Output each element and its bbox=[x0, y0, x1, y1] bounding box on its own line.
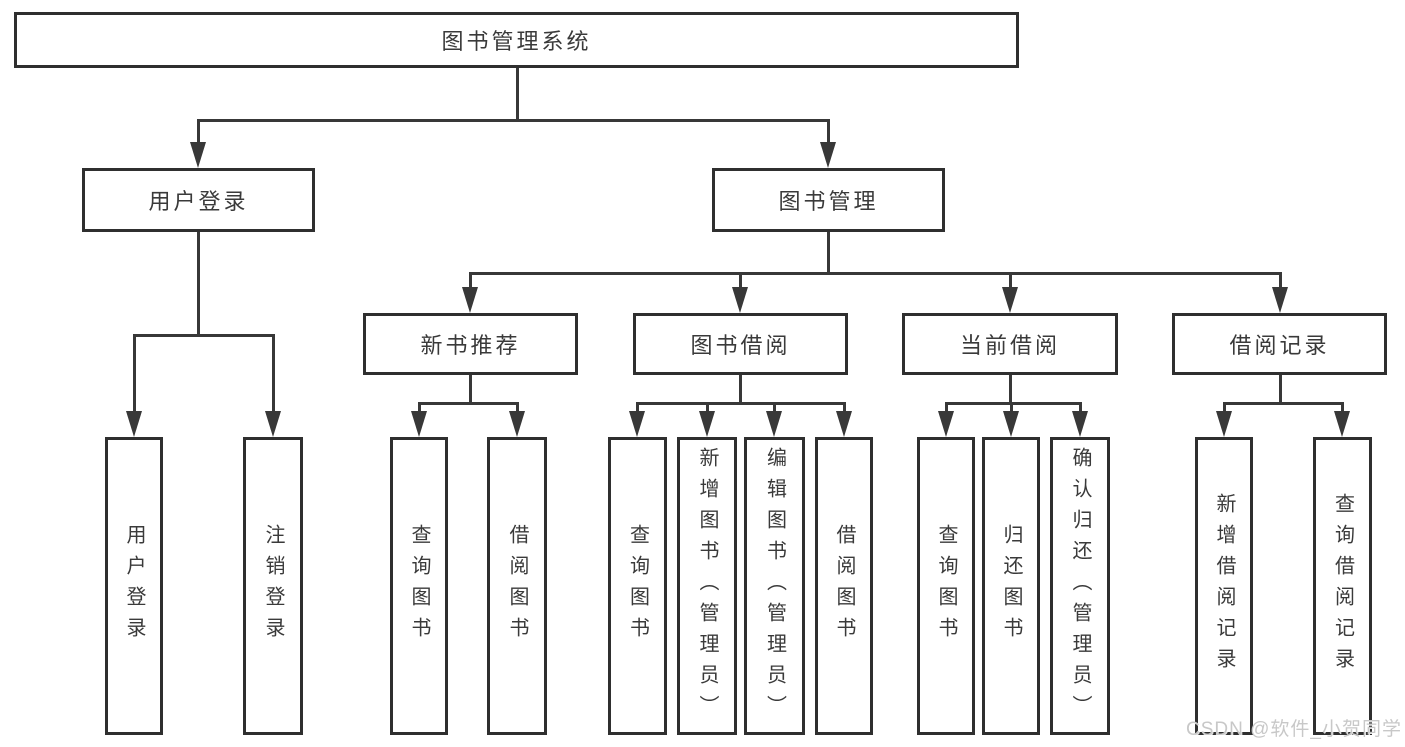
connector-vline bbox=[827, 232, 830, 274]
node-label: 用户登录 bbox=[123, 524, 145, 648]
node-root: 图书管理系统 bbox=[14, 12, 1019, 68]
connector-vline bbox=[1079, 402, 1082, 413]
node-label: 归还图书 bbox=[1000, 524, 1022, 648]
node-user-login: 用户登录 bbox=[82, 168, 315, 232]
connector-vline bbox=[706, 402, 709, 413]
node-label: 编辑图书（管理员） bbox=[763, 446, 786, 726]
connector-vline bbox=[636, 402, 639, 413]
connector-hline bbox=[945, 402, 1082, 405]
connector-vline bbox=[418, 402, 421, 413]
connector-vline bbox=[827, 120, 830, 146]
node-leaf-add-book-admin: 新增图书（管理员） bbox=[677, 437, 737, 735]
node-label: 查询图书 bbox=[935, 524, 957, 648]
connector-vline bbox=[1279, 375, 1282, 404]
node-label: 借阅记录 bbox=[1229, 333, 1330, 358]
arrow-down-icon bbox=[1216, 411, 1232, 437]
connector-hline bbox=[1223, 402, 1344, 405]
node-leaf-borrow-books-2: 借阅图书 bbox=[815, 437, 873, 735]
node-leaf-query-books-2: 查询图书 bbox=[608, 437, 667, 735]
node-leaf-confirm-return-admin: 确认归还（管理员） bbox=[1050, 437, 1110, 735]
connector-vline bbox=[1223, 402, 1226, 413]
node-leaf-return-book: 归还图书 bbox=[982, 437, 1040, 735]
arrow-down-icon bbox=[1072, 411, 1088, 437]
connector-vline bbox=[469, 375, 472, 404]
connector-vline bbox=[1009, 375, 1012, 404]
node-label: 确认归还（管理员） bbox=[1069, 446, 1091, 726]
node-label: 新增借阅记录 bbox=[1213, 493, 1235, 679]
connector-vline bbox=[1009, 272, 1012, 289]
watermark: CSDN @软件_小贺同学 bbox=[1186, 719, 1402, 740]
node-leaf-query-books-3: 查询图书 bbox=[917, 437, 975, 735]
node-label: 用户登录 bbox=[148, 189, 249, 214]
arrow-down-icon bbox=[820, 142, 836, 168]
connector-hline bbox=[197, 119, 830, 122]
node-current-borrow: 当前借阅 bbox=[902, 313, 1118, 375]
node-label: 查询图书 bbox=[626, 524, 649, 648]
connector-vline bbox=[945, 402, 948, 413]
node-leaf-borrow-books-1: 借阅图书 bbox=[487, 437, 547, 735]
node-label: 借阅图书 bbox=[833, 524, 855, 648]
connector-vline bbox=[197, 120, 200, 146]
arrow-down-icon bbox=[1272, 287, 1288, 313]
connector-vline bbox=[739, 375, 742, 404]
node-leaf-edit-book-admin: 编辑图书（管理员） bbox=[744, 437, 805, 735]
arrow-down-icon bbox=[265, 411, 281, 437]
connector-hline bbox=[469, 272, 1282, 275]
connector-vline bbox=[843, 402, 846, 413]
node-leaf-add-borrow-record: 新增借阅记录 bbox=[1195, 437, 1253, 735]
connector-hline bbox=[133, 334, 275, 337]
arrow-down-icon bbox=[766, 411, 782, 437]
arrow-down-icon bbox=[126, 411, 142, 437]
arrow-down-icon bbox=[462, 287, 478, 313]
node-label: 查询图书 bbox=[408, 524, 430, 648]
connector-vline bbox=[197, 232, 200, 336]
connector-vline bbox=[272, 335, 275, 413]
arrow-down-icon bbox=[190, 142, 206, 168]
connector-vline bbox=[516, 402, 519, 413]
node-leaf-logout: 注销登录 bbox=[243, 437, 303, 735]
connector-vline bbox=[773, 402, 776, 413]
node-label: 新增图书（管理员） bbox=[696, 446, 718, 726]
arrow-down-icon bbox=[1002, 287, 1018, 313]
arrow-down-icon bbox=[509, 411, 525, 437]
node-book-management: 图书管理 bbox=[712, 168, 945, 232]
connector-vline bbox=[1010, 402, 1013, 413]
node-new-book-recommend: 新书推荐 bbox=[363, 313, 578, 375]
node-label: 借阅图书 bbox=[506, 524, 528, 648]
node-label: 图书借阅 bbox=[690, 333, 791, 358]
node-label: 注销登录 bbox=[262, 524, 284, 648]
node-label: 当前借阅 bbox=[959, 333, 1060, 358]
arrow-down-icon bbox=[411, 411, 427, 437]
arrow-down-icon bbox=[732, 287, 748, 313]
arrow-down-icon bbox=[629, 411, 645, 437]
node-label: 查询借阅记录 bbox=[1331, 493, 1354, 679]
node-root-label: 图书管理系统 bbox=[441, 29, 592, 54]
connector-hline bbox=[418, 402, 519, 405]
node-leaf-query-borrow-record: 查询借阅记录 bbox=[1313, 437, 1372, 735]
connector-vline bbox=[1279, 272, 1282, 289]
node-book-borrow: 图书借阅 bbox=[633, 313, 848, 375]
connector-vline bbox=[739, 272, 742, 289]
connector-vline bbox=[516, 68, 519, 122]
arrow-down-icon bbox=[938, 411, 954, 437]
node-label: 新书推荐 bbox=[420, 333, 521, 358]
node-label: 图书管理 bbox=[778, 189, 879, 214]
arrow-down-icon bbox=[1334, 411, 1350, 437]
connector-vline bbox=[133, 335, 136, 413]
connector-hline bbox=[636, 402, 846, 405]
arrow-down-icon bbox=[1003, 411, 1019, 437]
node-borrow-records: 借阅记录 bbox=[1172, 313, 1387, 375]
connector-vline bbox=[1341, 402, 1344, 413]
node-leaf-user-login: 用户登录 bbox=[105, 437, 163, 735]
node-leaf-query-books-1: 查询图书 bbox=[390, 437, 448, 735]
arrow-down-icon bbox=[699, 411, 715, 437]
connector-vline bbox=[469, 272, 472, 289]
arrow-down-icon bbox=[836, 411, 852, 437]
